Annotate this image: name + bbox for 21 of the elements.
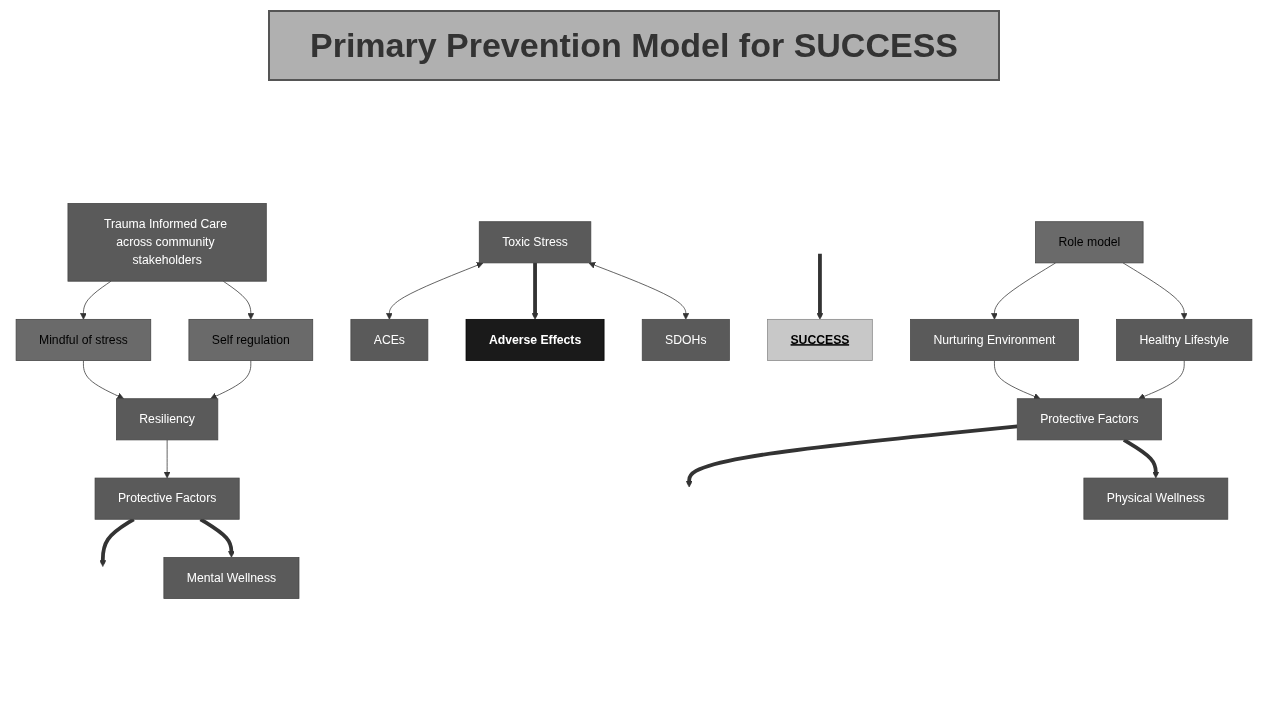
node-box: SUCCESS bbox=[767, 319, 873, 361]
node-box: Resiliency bbox=[116, 398, 219, 441]
arrow bbox=[531, 262, 539, 320]
node-box: Self regulation bbox=[188, 319, 314, 361]
arrow bbox=[816, 253, 824, 320]
node-box: Protective Factors bbox=[94, 477, 240, 520]
node-box: Toxic Stress bbox=[478, 221, 592, 264]
node-box: Role model bbox=[1035, 221, 1144, 264]
node-box: Trauma Informed Care across community stakeholders bbox=[67, 203, 267, 282]
node-box: SDOHs bbox=[641, 319, 730, 361]
title-banner: Primary Prevention Model for SUCCESS bbox=[267, 10, 1000, 81]
node-box: Nurturing Environment bbox=[910, 319, 1079, 361]
node-box: Mental Wellness bbox=[163, 557, 300, 599]
node-box: Healthy Lifestyle bbox=[1116, 319, 1253, 361]
node-box: Physical Wellness bbox=[1083, 477, 1229, 520]
node-box: ACEs bbox=[350, 319, 429, 361]
node-box: Adverse Effects bbox=[465, 319, 605, 361]
arrow bbox=[1122, 438, 1160, 479]
arrow bbox=[685, 424, 1018, 488]
node-box: Mindful of stress bbox=[15, 319, 152, 361]
node-box: Protective Factors bbox=[1016, 398, 1162, 441]
